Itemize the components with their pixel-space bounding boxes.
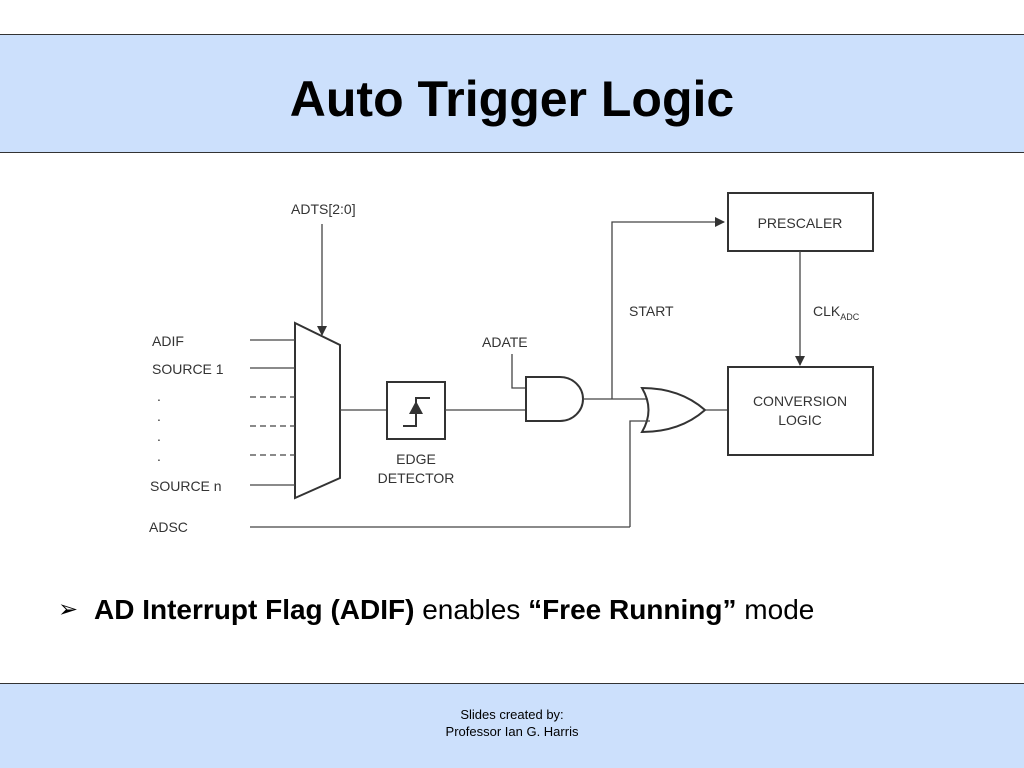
or-gate xyxy=(640,386,707,434)
wire-adate xyxy=(511,354,526,389)
footer-line2: Professor Ian G. Harris xyxy=(445,724,579,739)
edge-detector-box xyxy=(386,381,446,440)
bullet-text-mode: mode xyxy=(736,594,815,625)
adts-label: ADTS[2:0] xyxy=(291,201,356,217)
edge-detector-arrow xyxy=(409,401,423,414)
input-label-source-n: SOURCE n xyxy=(150,478,222,494)
input-label-source1: SOURCE 1 xyxy=(152,361,224,377)
conversion-logic-label-line1: CONVERSION xyxy=(753,393,847,409)
bullet-arrow-icon: ➢ xyxy=(58,596,79,623)
footer-line1: Slides created by: xyxy=(460,707,564,722)
and-gate xyxy=(525,376,584,422)
input-label-adif: ADIF xyxy=(152,333,184,349)
clk-adc-label: CLKADC xyxy=(813,303,860,322)
conversion-logic-label-line2: LOGIC xyxy=(778,412,822,428)
multiplexer xyxy=(294,321,341,500)
conversion-logic-box xyxy=(727,366,874,456)
bullet-point: ➢ AD Interrupt Flag (ADIF) enables “Free … xyxy=(58,590,1018,630)
header-band xyxy=(0,34,1024,153)
footer-credit: Slides created by: Professor Ian G. Harr… xyxy=(0,706,1024,740)
bullet-text-enables: enables xyxy=(414,594,529,625)
input-dot-4: . xyxy=(157,448,161,464)
prescaler-box xyxy=(727,192,874,252)
bullet-text-adif: AD Interrupt Flag (ADIF) xyxy=(94,594,415,625)
wire-adsc-to-or xyxy=(629,420,650,527)
adate-label: ADATE xyxy=(482,334,528,350)
start-label: START xyxy=(629,303,674,319)
input-dot-1: . xyxy=(157,388,161,404)
slide-title: Auto Trigger Logic xyxy=(289,71,735,127)
edge-detector-label-line1: EDGE xyxy=(396,451,436,467)
clk-subscript: ADC xyxy=(840,312,860,322)
footer-band xyxy=(0,683,1024,768)
input-dot-2: . xyxy=(157,408,161,424)
bullet-text-free-running: “Free Running” xyxy=(528,594,737,625)
edge-detector-label-line2: DETECTOR xyxy=(378,470,455,486)
wire-start xyxy=(611,217,725,399)
input-label-adsc: ADSC xyxy=(149,519,188,535)
prescaler-label: PRESCALER xyxy=(758,215,843,231)
clk-label: CLK xyxy=(813,303,841,319)
input-dot-3: . xyxy=(157,428,161,444)
